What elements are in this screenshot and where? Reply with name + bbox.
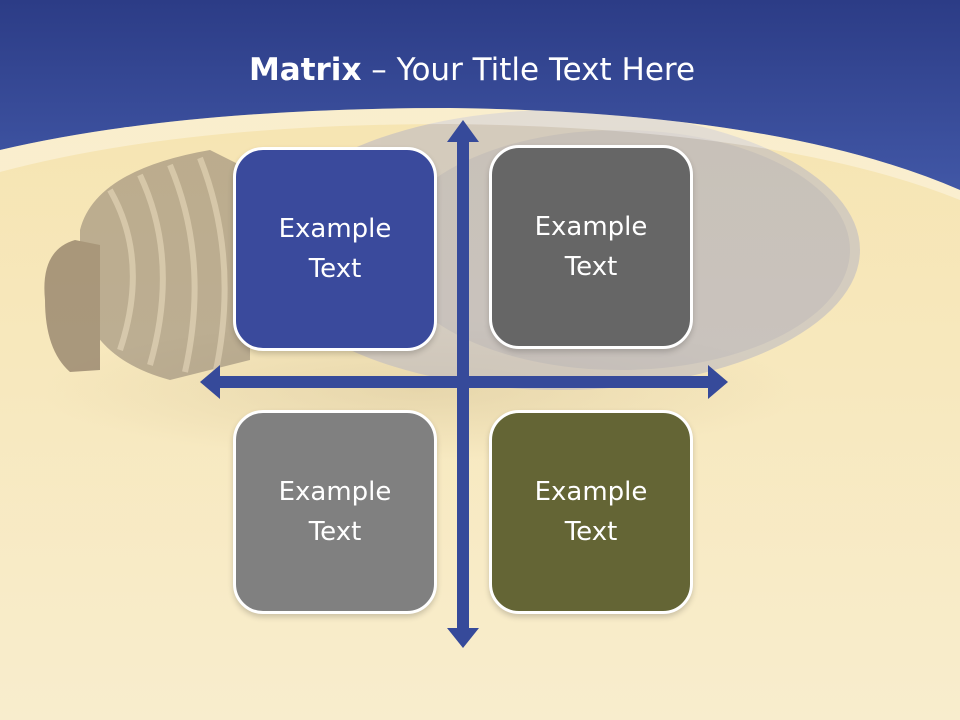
matrix-box-label: Example Text <box>534 477 648 547</box>
matrix-box-bottom-left: Example Text <box>233 410 437 614</box>
arrow-right-icon <box>708 365 728 399</box>
arrow-left-icon <box>200 365 220 399</box>
matrix-box-label: Example Text <box>278 477 392 547</box>
arrow-down-icon <box>447 628 479 648</box>
arrow-up-icon <box>447 120 479 142</box>
matrix-box-top-right: Example Text <box>489 145 693 349</box>
horizontal-axis <box>218 376 710 388</box>
matrix-box-label: Example Text <box>534 212 648 282</box>
slide-title: Matrix – Your Title Text Here <box>0 48 944 92</box>
matrix-box-label: Example Text <box>278 214 392 284</box>
title-bold: Matrix <box>248 52 362 88</box>
matrix-box-top-left: Example Text <box>233 147 437 351</box>
matrix-box-bottom-right: Example Text <box>489 410 693 614</box>
title-rest: – Your Title Text Here <box>361 52 696 88</box>
